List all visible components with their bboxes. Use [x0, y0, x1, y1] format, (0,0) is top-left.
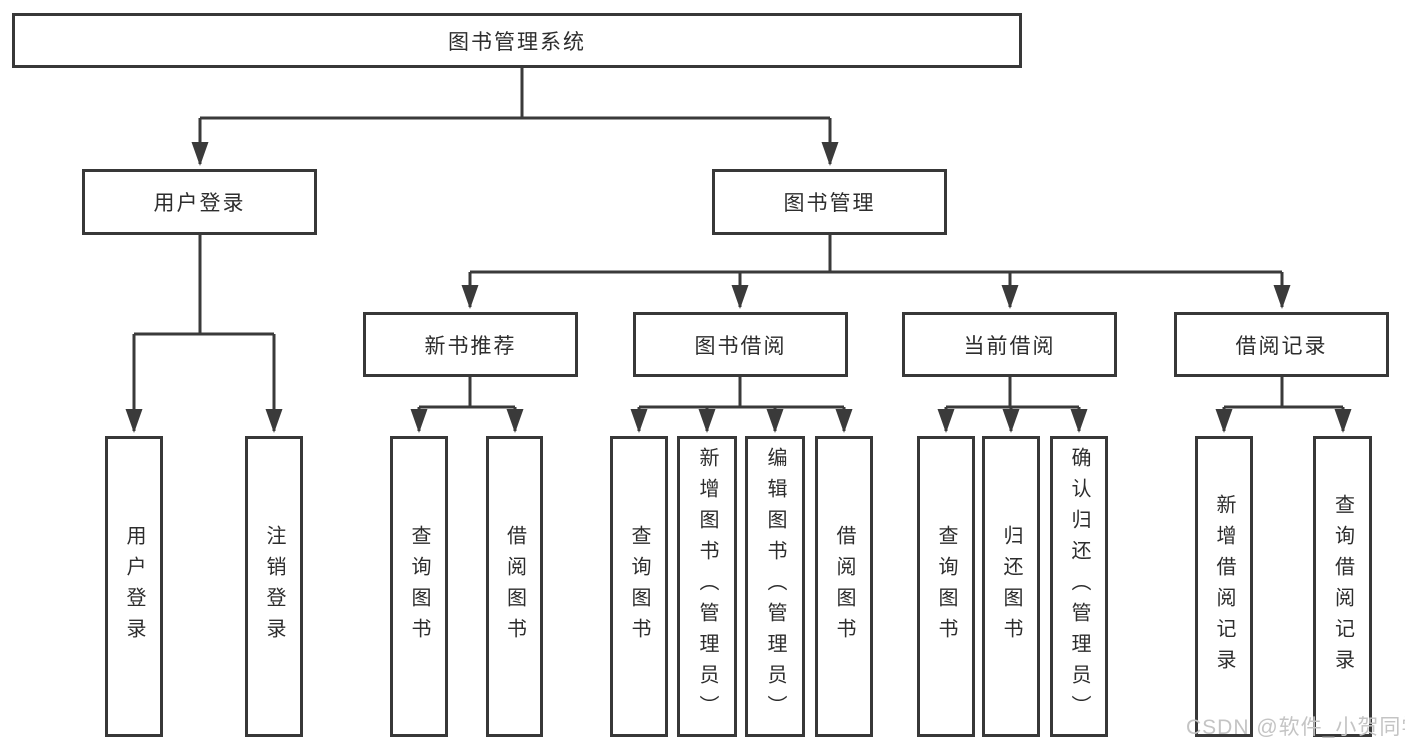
leaf-borrow-books: 借阅图书 [815, 436, 873, 737]
leaf-return-book-label: 归还图书 [1000, 524, 1022, 649]
node-user-login: 用户登录 [82, 169, 317, 235]
leaf-query-borrow-record: 查询借阅记录 [1313, 436, 1372, 737]
leaf-logout: 注销登录 [245, 436, 303, 737]
leaf-add-borrow-record-label: 新增借阅记录 [1213, 493, 1235, 680]
leaf-logout-label: 注销登录 [263, 524, 285, 649]
leaf-add-borrow-record: 新增借阅记录 [1195, 436, 1253, 737]
node-new-book-recommend: 新书推荐 [363, 312, 578, 377]
leaf-edit-book-admin: 编辑图书（管理员） [745, 436, 805, 737]
leaf-confirm-return-admin: 确认归还（管理员） [1050, 436, 1108, 737]
leaf-borrow-books-label: 借阅图书 [833, 524, 855, 649]
leaf-return-book: 归还图书 [982, 436, 1040, 737]
node-new-book-recommend-label: 新书推荐 [424, 334, 517, 358]
leaf-user-login-label: 用户登录 [123, 524, 145, 649]
leaf-query-books-recommend: 查询图书 [390, 436, 448, 737]
node-borrow-records-label: 借阅记录 [1235, 334, 1328, 358]
node-root-label: 图书管理系统 [448, 30, 586, 54]
leaf-query-books-borrow: 查询图书 [610, 436, 668, 737]
leaf-edit-book-admin-label: 编辑图书（管理员） [764, 447, 786, 726]
node-current-borrow-label: 当前借阅 [963, 334, 1056, 358]
node-current-borrow: 当前借阅 [902, 312, 1117, 377]
node-borrow-records: 借阅记录 [1174, 312, 1389, 377]
leaf-query-books-current: 查询图书 [917, 436, 975, 737]
node-root: 图书管理系统 [12, 13, 1022, 68]
leaf-borrow-books-recommend: 借阅图书 [486, 436, 543, 737]
leaf-user-login: 用户登录 [105, 436, 163, 737]
node-book-borrow: 图书借阅 [633, 312, 848, 377]
leaf-query-books-current-label: 查询图书 [935, 524, 957, 649]
node-book-management-label: 图书管理 [783, 192, 876, 215]
node-user-login-label: 用户登录 [153, 192, 246, 215]
leaf-add-book-admin: 新增图书（管理员） [677, 436, 737, 737]
leaf-query-books-borrow-label: 查询图书 [628, 524, 650, 649]
node-book-borrow-label: 图书借阅 [694, 334, 787, 358]
leaf-query-books-recommend-label: 查询图书 [408, 524, 430, 649]
leaf-query-borrow-record-label: 查询借阅记录 [1331, 493, 1354, 680]
leaf-add-book-admin-label: 新增图书（管理员） [696, 447, 718, 726]
leaf-confirm-return-admin-label: 确认归还（管理员） [1068, 447, 1090, 726]
node-book-management: 图书管理 [712, 169, 947, 235]
csdn-watermark: CSDN @软件_小贺同学 [1186, 716, 1405, 739]
leaf-borrow-books-recommend-label: 借阅图书 [503, 524, 526, 649]
